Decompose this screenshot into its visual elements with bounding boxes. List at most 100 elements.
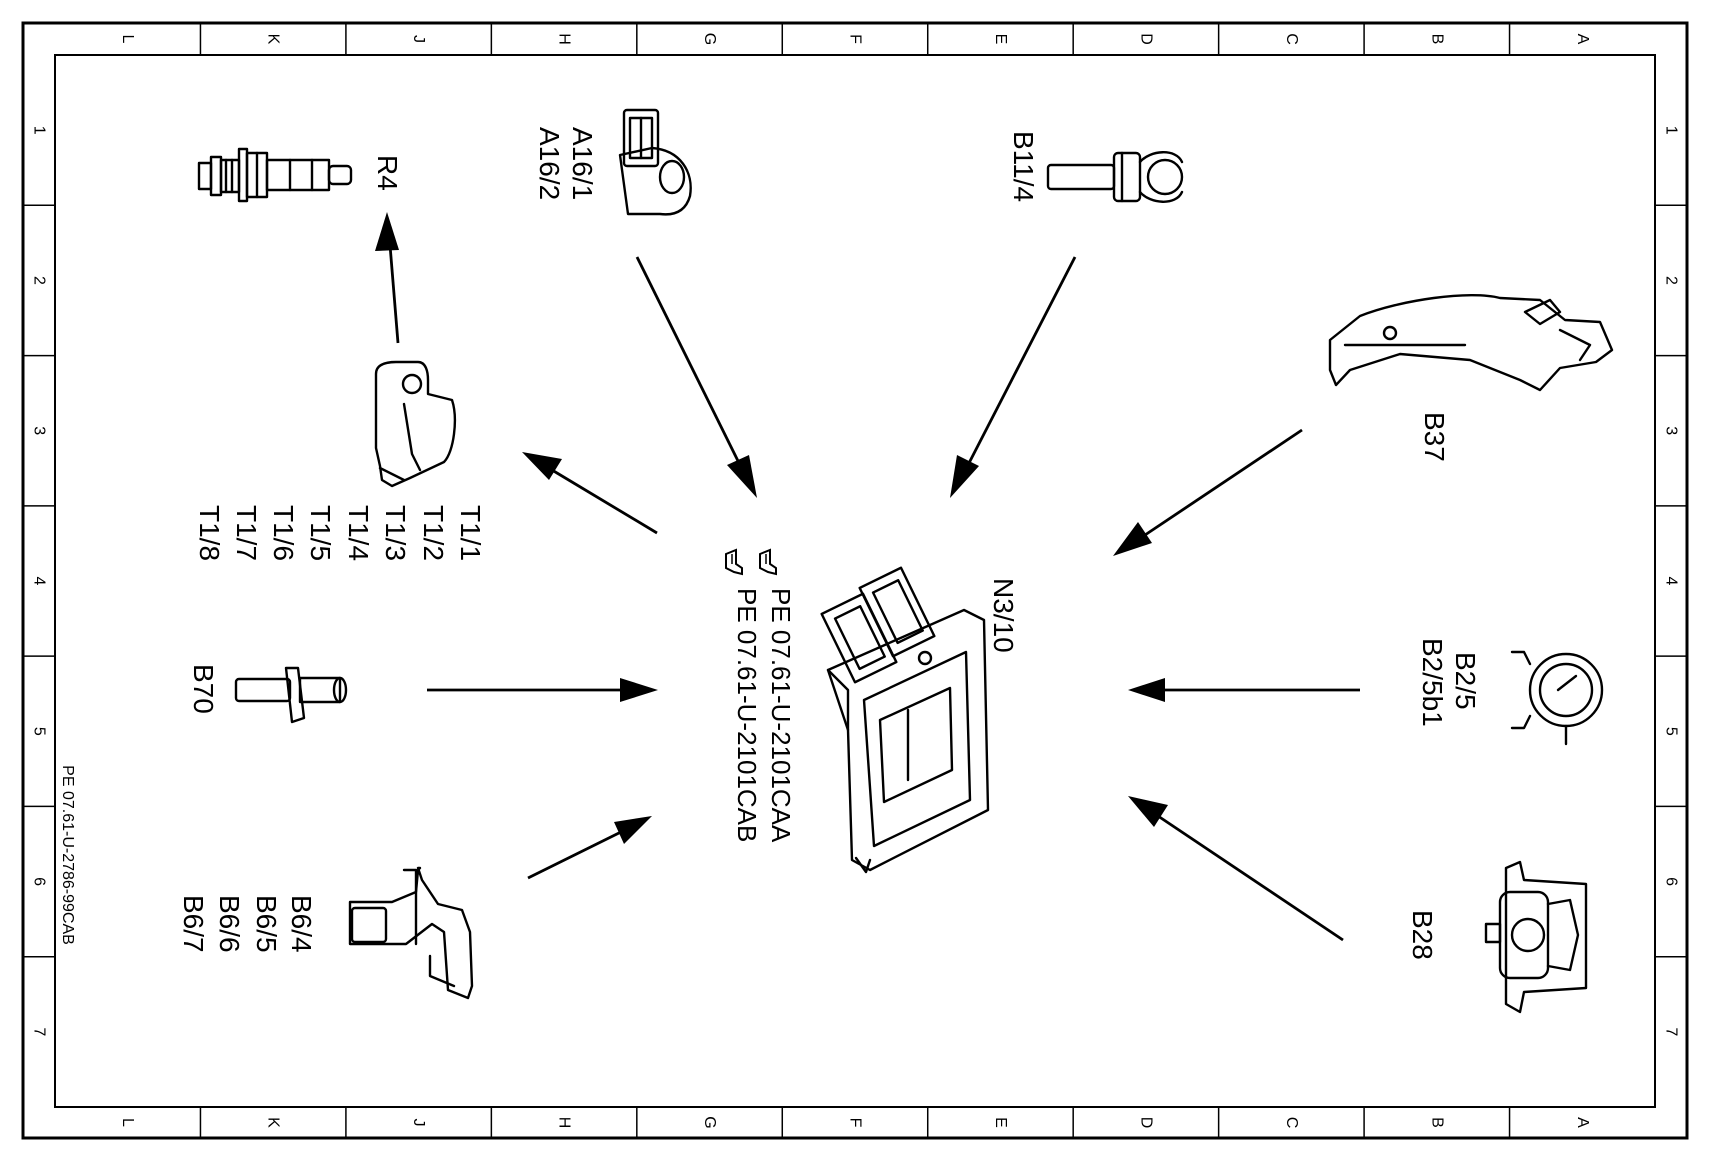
arrows	[375, 212, 1360, 942]
grid-column-letter: D	[1137, 33, 1154, 45]
inner-border	[54, 54, 1656, 1108]
grid-ticks	[23, 23, 1687, 1138]
cam-sensor-icon	[348, 866, 474, 1000]
label-b2-5: B2/5	[1450, 652, 1481, 710]
grid-row-number: 4	[31, 577, 48, 586]
grid-column-letter: C	[1283, 1117, 1300, 1129]
grid-column-letter: H	[556, 1117, 573, 1129]
grid-row-number: 5	[31, 727, 48, 736]
grid-row-number: 6	[1663, 877, 1680, 886]
label-a16-2: A16/2	[534, 127, 565, 200]
grid-column-letter: L	[119, 35, 136, 44]
label-a16-1: A16/1	[567, 127, 598, 200]
label-b2-5b1: B2/5b1	[1417, 638, 1448, 727]
grid-column-letter: G	[701, 33, 718, 45]
label-t1-8: T1/8	[194, 505, 225, 561]
arrowhead-ecu-to-coil	[522, 452, 562, 480]
arrowhead-hfm-to-ecu	[1128, 678, 1165, 702]
coil-label-group: T1/1 T1/2 T1/3 T1/4 T1/5 T1/6 T1/7 T1/8	[194, 505, 486, 561]
arrow-ecu-to-coil	[551, 468, 658, 535]
grid-column-letter: G	[701, 1116, 718, 1128]
label-t1-5: T1/5	[305, 505, 336, 561]
label-b6-6: B6/6	[214, 895, 245, 953]
grid-numbers: 1 1 2 2 3 3 4 4 5 5 6 6 7 7	[31, 126, 1680, 1037]
arrowhead-cam-to-ecu	[614, 816, 652, 844]
labels: R4 A16/1 A16/2 B11/4 B37 T1/1 T1/2 T1/3 …	[178, 127, 1481, 960]
arrow-cam-to-ecu	[527, 828, 626, 880]
arrowhead-pressure-to-ecu	[1128, 796, 1168, 827]
grid-column-letter: J	[410, 1119, 427, 1127]
grid-row-number: 3	[1663, 426, 1680, 435]
label-r4: R4	[372, 155, 403, 191]
grid-column-letter: E	[992, 34, 1009, 45]
grid-column-letter: D	[1137, 1117, 1154, 1129]
label-t1-4: T1/4	[343, 505, 374, 561]
temp-sensor-icon	[1046, 151, 1184, 203]
arrow-pressure-to-ecu	[1157, 814, 1344, 942]
label-b6-4: B6/4	[286, 895, 317, 953]
grid-row-number: 2	[31, 276, 48, 285]
grid-row-number: 7	[1663, 1027, 1680, 1036]
reference-block: PE 07.61-U-2101CAA PE 07.61-U-2101CAB	[725, 548, 796, 843]
label-b37: B37	[1419, 412, 1450, 462]
grid-row-number: 4	[1663, 577, 1680, 586]
grid-row-number: 3	[31, 426, 48, 435]
cam-label-group: B6/4 B6/5 B6/6 B6/7	[178, 895, 317, 953]
grid-column-letter: B	[1428, 1117, 1445, 1128]
grid-row-number: 1	[1663, 126, 1680, 135]
grid-column-letter: H	[556, 33, 573, 45]
grid-column-letter: B	[1428, 34, 1445, 45]
grid-column-letter: K	[265, 34, 282, 45]
pressure-sensor-icon	[1484, 860, 1588, 1014]
crank-sensor-icon	[234, 666, 348, 724]
reference-line-1: PE 07.61-U-2101CAA	[766, 588, 796, 843]
document-id: PE 07.61-U-2786-99CAB	[59, 765, 76, 945]
grid-row-number: 6	[31, 877, 48, 886]
hand-pointer-icon	[725, 548, 743, 576]
grid-column-letter: L	[119, 1118, 136, 1127]
grid-column-letter: K	[265, 1117, 282, 1128]
label-b6-7: B6/7	[178, 895, 209, 953]
grid-row-number: 5	[1663, 727, 1680, 736]
grid-column-letter: A	[1574, 1117, 1591, 1128]
grid-row-number: 2	[1663, 276, 1680, 285]
label-b28: B28	[1407, 910, 1438, 960]
grid-column-letter: A	[1574, 34, 1591, 45]
outer-border	[21, 21, 1689, 1140]
arrow-pedal-to-ecu	[1144, 428, 1303, 537]
grid-column-letter: F	[847, 34, 864, 44]
grid-row-number: 7	[31, 1027, 48, 1036]
arrowhead-crank-to-ecu	[620, 678, 658, 702]
label-b11-4: B11/4	[1008, 131, 1039, 202]
arrowhead-pedal-to-ecu	[1113, 522, 1152, 556]
hand-pointer-icon	[759, 548, 777, 576]
grid-column-letter: C	[1283, 33, 1300, 45]
grid-column-letter: F	[847, 1118, 864, 1128]
grid-letters: L L K K J J H H G G F F E E D D C C B B A A	[119, 33, 1591, 1129]
grid-column-letter: J	[410, 35, 427, 43]
arrow-coil-to-plug	[388, 244, 400, 344]
pedal-sensor-icon	[1328, 293, 1614, 392]
arrowhead-temp-to-ecu	[950, 455, 979, 498]
ecu-icon	[820, 566, 990, 874]
spark-plug-icon	[197, 147, 353, 203]
arrowhead-coil-to-plug	[375, 212, 399, 251]
reference-line-2: PE 07.61-U-2101CAB	[732, 588, 762, 842]
label-b70: B70	[188, 664, 219, 714]
label-n3-10: N3/10	[988, 578, 1019, 653]
label-t1-2: T1/2	[418, 505, 449, 561]
knock-sensor-icon	[618, 108, 692, 216]
grid-column-letter: E	[992, 1117, 1009, 1128]
label-t1-7: T1/7	[231, 505, 262, 561]
arrow-temp-to-ecu	[966, 256, 1077, 466]
label-b6-5: B6/5	[251, 895, 282, 953]
arrow-knock-to-ecu	[635, 256, 742, 466]
arrowhead-knock-to-ecu	[727, 455, 757, 498]
grid-row-number: 1	[31, 126, 48, 135]
ignition-coil-icon	[374, 360, 457, 488]
hfm-sensor-icon	[1510, 650, 1604, 746]
label-t1-1: T1/1	[455, 505, 486, 561]
label-t1-3: T1/3	[380, 505, 411, 561]
label-t1-6: T1/6	[268, 505, 299, 561]
